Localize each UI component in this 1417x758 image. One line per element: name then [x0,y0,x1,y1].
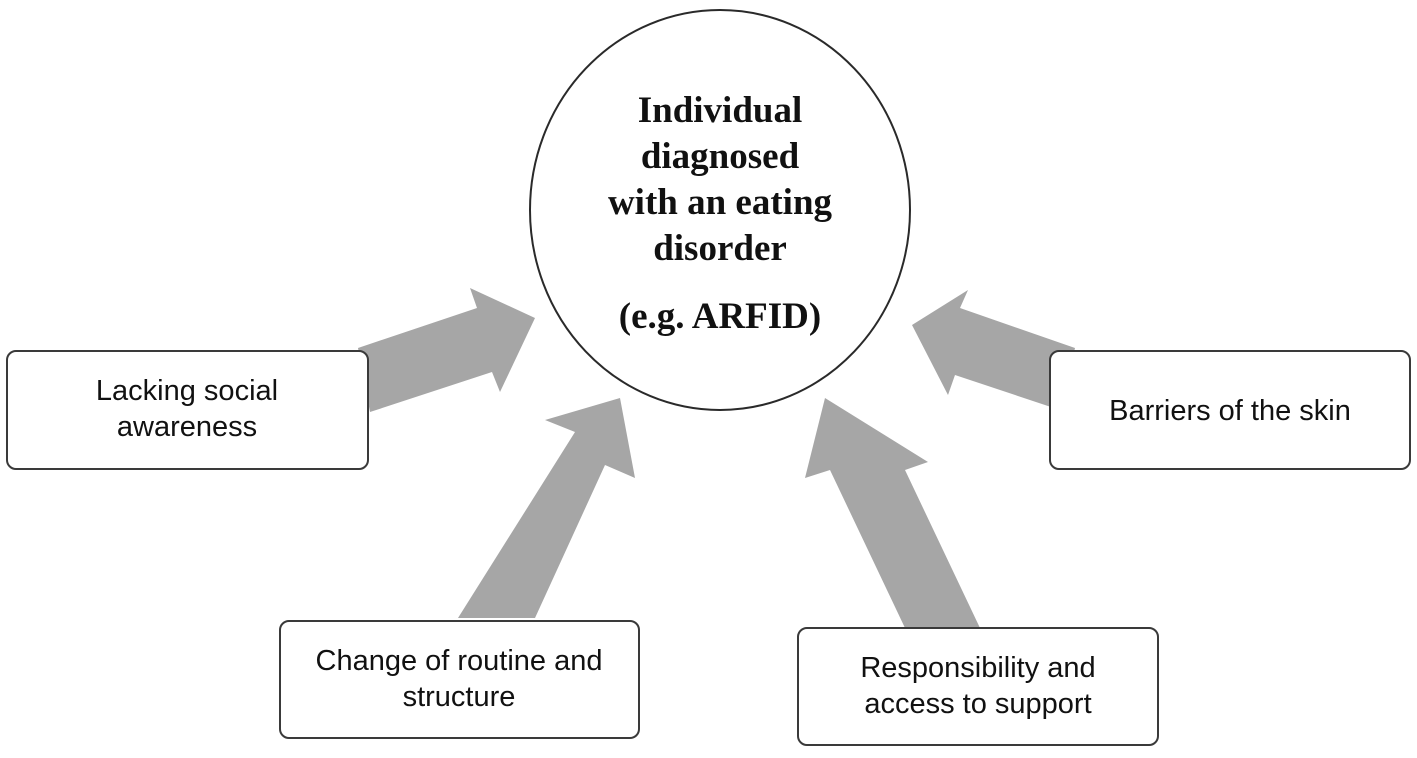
factor-routine-line-1: Change of routine and [316,645,603,677]
factor-box-skin: Barriers of the skin [1049,350,1411,470]
arrow-social-to-center [358,288,535,412]
factor-support-line-1: Responsibility and [860,652,1095,684]
arrow-routine-to-center [458,398,635,618]
factor-social-line-1: Lacking social [96,375,278,407]
factor-social-line-2: awareness [117,411,257,443]
center-label: Individual diagnosed with an eating diso… [608,90,833,337]
factor-box-support-frame [797,627,1159,746]
arrow-skin-to-center [912,290,1075,410]
center-label-line-3: with an eating [608,182,833,223]
factor-box-social-frame [6,350,369,470]
factor-routine-line-2: structure [403,681,516,713]
factor-support-line-2: access to support [864,688,1091,720]
center-circle [529,9,911,411]
center-label-line-1: Individual [638,90,803,131]
center-label-line-2: diagnosed [641,136,800,177]
factor-box-routine-frame [279,620,640,739]
factor-box-social: Lacking social awareness [6,350,369,470]
factor-box-skin-frame [1049,350,1411,470]
center-label-example: (e.g. ARFID) [619,296,821,337]
factor-box-support: Responsibility and access to support [797,627,1159,746]
factor-box-routine: Change of routine and structure [279,620,640,739]
arrow-support-to-center [805,398,980,628]
center-label-line-4: disorder [653,228,787,269]
factor-skin-line-1: Barriers of the skin [1109,395,1351,427]
